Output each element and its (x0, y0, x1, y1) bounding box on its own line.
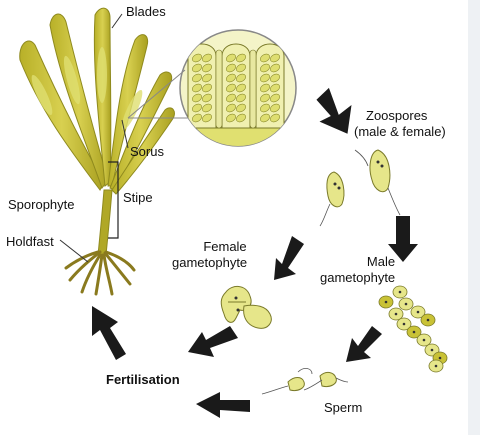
zoospore-in-sac (260, 113, 270, 123)
label-male: Male (366, 254, 396, 269)
zoospore-in-sac (192, 103, 202, 113)
label-blades: Blades (126, 4, 166, 19)
sorus-patch (97, 47, 107, 103)
zoospore-in-sac (270, 63, 280, 73)
kelp-sporophyte (19, 7, 175, 296)
zoospore-in-sac (202, 83, 212, 93)
zoospore-in-sac (260, 93, 270, 103)
blade (109, 71, 173, 191)
label-holdfast: Holdfast (6, 234, 54, 249)
zoospore-in-sac (236, 83, 246, 93)
cycle-arrows (92, 87, 418, 418)
zoospore-in-sac (202, 63, 212, 73)
zoospore-in-sac (192, 53, 202, 63)
cell-nucleus (416, 310, 420, 314)
zoospore-in-sac (202, 73, 212, 83)
cell-nucleus (404, 302, 408, 306)
zoospore-in-sac (202, 53, 212, 63)
blade (19, 40, 105, 191)
zoospore-in-sac (226, 53, 236, 63)
cell-nucleus (398, 290, 402, 294)
zoospore-in-sac (260, 103, 270, 113)
sorus-patch (63, 55, 81, 105)
cell-nucleus (412, 330, 416, 334)
zoospore-in-sac (236, 63, 246, 73)
zoospore-in-sac (270, 113, 280, 123)
label-sorus: Sorus (130, 144, 164, 159)
zoospore-in-sac (202, 103, 212, 113)
paraphysis (249, 49, 257, 129)
zoospore-in-sac (226, 113, 236, 123)
arrow-female-to-fertilisation (188, 326, 238, 357)
page-edge (468, 0, 480, 435)
arrow-fertilisation-to-sporophyte (92, 306, 126, 360)
zoospore-in-sac (226, 63, 236, 73)
label-sperm: Sperm (324, 400, 363, 415)
label-male-gametophyte: gametophyte (320, 270, 396, 285)
label-sporophyte: Sporophyte (8, 197, 75, 212)
cell-nucleus (430, 348, 434, 352)
sorus-patch (121, 89, 143, 131)
zoospore-in-sac (192, 83, 202, 93)
label-zoospores: Zoospores (366, 108, 428, 123)
cell-nucleus (394, 312, 398, 316)
sorus-magnified-view (127, 29, 297, 147)
zoospore-in-sac (226, 83, 236, 93)
arrow-sperm-to-fertilisation (196, 392, 250, 418)
leader-lines (59, 13, 129, 263)
zoospore-in-sac (192, 63, 202, 73)
label-female: Female (203, 239, 247, 254)
zoospore-in-sac (236, 93, 246, 103)
label-stipe: Stipe (123, 190, 153, 205)
zoospore-in-sac (202, 113, 212, 123)
sorus-patch (31, 74, 53, 116)
cell-nucleus (434, 364, 438, 368)
zoospores (319, 149, 401, 227)
zoospore-in-sac (192, 73, 202, 83)
zoospore-in-sac (260, 63, 270, 73)
male-gametophyte (378, 285, 448, 373)
zoospore-in-sac (270, 103, 280, 113)
zoospore-in-sac (260, 53, 270, 63)
zoospore-in-sac (202, 93, 212, 103)
blade (111, 107, 175, 195)
zoospore-in-sac (236, 53, 246, 63)
zoospore-in-sac (260, 73, 270, 83)
cell-nucleus (438, 356, 442, 360)
arrow-to-zoospores (316, 87, 352, 134)
cell-nucleus (422, 338, 426, 342)
zoospore-in-sac (236, 103, 246, 113)
stipe (97, 189, 113, 256)
stipe-bracket (108, 161, 119, 239)
label-female-gametophyte: gametophyte (172, 255, 248, 270)
arrow-male-to-sperm (346, 326, 382, 362)
zoospore-in-sac (270, 93, 280, 103)
arrow-to-female-gametophyte (274, 236, 304, 280)
zoospore-in-sac (270, 53, 280, 63)
zoospore-in-sac (192, 93, 202, 103)
cell-nucleus (384, 300, 388, 304)
paraphysis (215, 49, 223, 129)
zoospore-in-sac (236, 113, 246, 123)
zoospore-in-sac (236, 73, 246, 83)
zoospore-in-sac (270, 83, 280, 93)
zoospore-in-sac (226, 73, 236, 83)
female-gametophyte (220, 286, 272, 329)
cell-nucleus (426, 318, 430, 322)
cell-nucleus (402, 322, 406, 326)
zoospore-in-sac (270, 73, 280, 83)
holdfast (64, 250, 136, 296)
zoospore-in-sac (260, 83, 270, 93)
arrow-to-male-gametophyte (388, 216, 418, 262)
zoospore-in-sac (226, 93, 236, 103)
label-fertilisation: Fertilisation (106, 372, 180, 387)
zoospore-in-sac (226, 103, 236, 113)
sperm (261, 368, 349, 395)
label-zoospores-sex: (male & female) (354, 124, 446, 139)
zoospore-in-sac (192, 113, 202, 123)
